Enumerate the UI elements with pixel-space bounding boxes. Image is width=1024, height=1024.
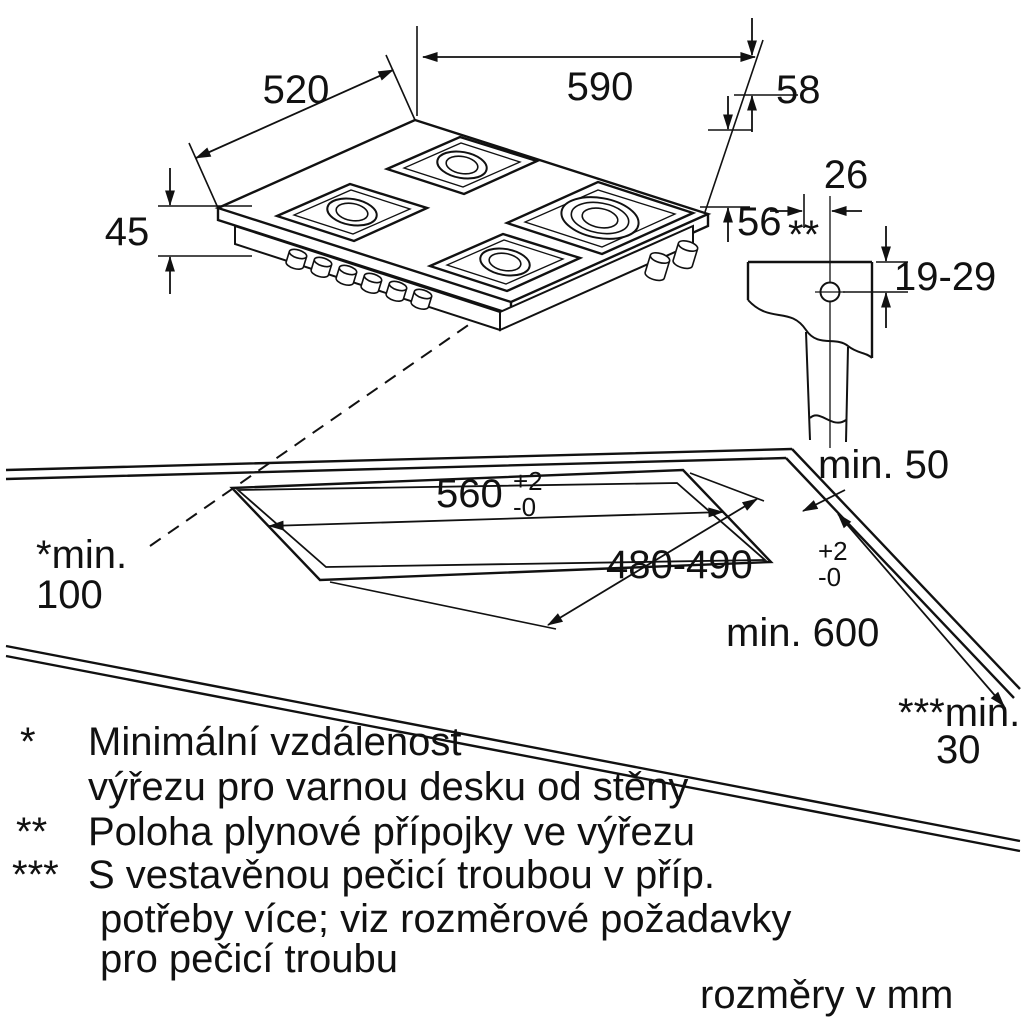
cutout-inner-edge: [235, 482, 768, 568]
knob: [285, 248, 308, 270]
footnote-3-marker: ***: [12, 853, 59, 897]
footnote-3-line2: potřeby více; viz rozměrové požadavky: [100, 897, 791, 941]
dim-480-label: 480-490: [606, 543, 753, 587]
dim-590-label: 590: [567, 65, 634, 109]
dim-480-line: [547, 498, 758, 626]
footnote-1-line2: výřezu pro varnou desku od stěny: [88, 765, 688, 809]
knob: [360, 272, 383, 294]
footnotes: * Minimální vzdálenost výřezu pro varnou…: [12, 720, 953, 1017]
worktop-section-outline: [746, 260, 874, 358]
section-strip-edges: [805, 331, 849, 443]
footnote-3-line3: pro pečicí troubu: [100, 937, 398, 981]
min-50-leader: [802, 489, 846, 512]
burner-cap: [335, 202, 369, 222]
dim-19-29-label: 19-29: [894, 255, 996, 299]
burner-front: [426, 232, 584, 293]
min-100-label-line1: *min.: [36, 533, 127, 577]
burner-cap: [581, 207, 619, 229]
dim-56-label: 56: [737, 200, 782, 244]
projection-dashed-line: [149, 309, 491, 547]
section-break-curve-1: [747, 299, 873, 359]
worktop-front-edge: [5, 644, 1021, 853]
burner-back: [383, 135, 541, 196]
hob-dimensions: 520 590 58 56 ** 45: [105, 18, 821, 294]
support-feet: [644, 239, 699, 282]
min-50-label: min. 50: [818, 443, 949, 487]
dim-45-label: 45: [105, 210, 150, 254]
dim-56-ticks: [700, 129, 752, 208]
footnote-2-marker: **: [16, 810, 47, 854]
dim-26-label: 26: [824, 153, 869, 197]
knob: [310, 256, 333, 278]
hob-glass-top: [214, 118, 712, 304]
burner-cap: [445, 155, 479, 175]
footnote-2-line1: Poloha plynové přípojky ve výřezu: [88, 810, 695, 854]
units-note: rozměry v mm: [700, 973, 953, 1017]
dim-520-extensions: [188, 54, 416, 209]
dim-560-tol-minus: -0: [513, 492, 536, 522]
foot: [672, 239, 699, 270]
knob: [385, 280, 408, 302]
foot: [644, 251, 671, 282]
min-30-label-line1: ***min.: [898, 691, 1020, 735]
footnote-3-line1: S vestavěnou pečicí troubou v příp.: [88, 853, 715, 897]
dim-480-tol-minus: -0: [818, 562, 841, 592]
footnote-1-line1: Minimální vzdálenost: [88, 720, 462, 764]
min-30-label-line2: 30: [936, 728, 981, 772]
burner-left: [273, 182, 431, 243]
min-600-line: [837, 513, 1005, 707]
footnote-1-marker: *: [20, 720, 36, 764]
min-600-label: min. 600: [726, 611, 879, 655]
dim-560-label: 560: [436, 472, 503, 516]
dim-480-extensions: [329, 472, 765, 630]
dim-590-extensions: [416, 26, 764, 213]
dim-520-label: 520: [263, 68, 330, 112]
dim-58-label: 58: [776, 68, 821, 112]
control-knobs: [285, 248, 433, 310]
burner-cap: [488, 252, 522, 272]
min-100-label-line2: 100: [36, 573, 103, 617]
burner-wok: [503, 180, 697, 256]
section-break-curve-2: [809, 414, 847, 424]
dim-520-line: [195, 69, 394, 159]
cutout-dimensions: 560 +2 -0 480-490 +2 -0 min. 50 min. 600…: [36, 443, 1020, 772]
dim-560-tol-plus: +2: [513, 466, 543, 496]
gas-connection-detail: 26 19-29: [746, 153, 996, 448]
worktop-back-edge: [5, 447, 793, 481]
hob-isometric-view: [214, 118, 712, 332]
